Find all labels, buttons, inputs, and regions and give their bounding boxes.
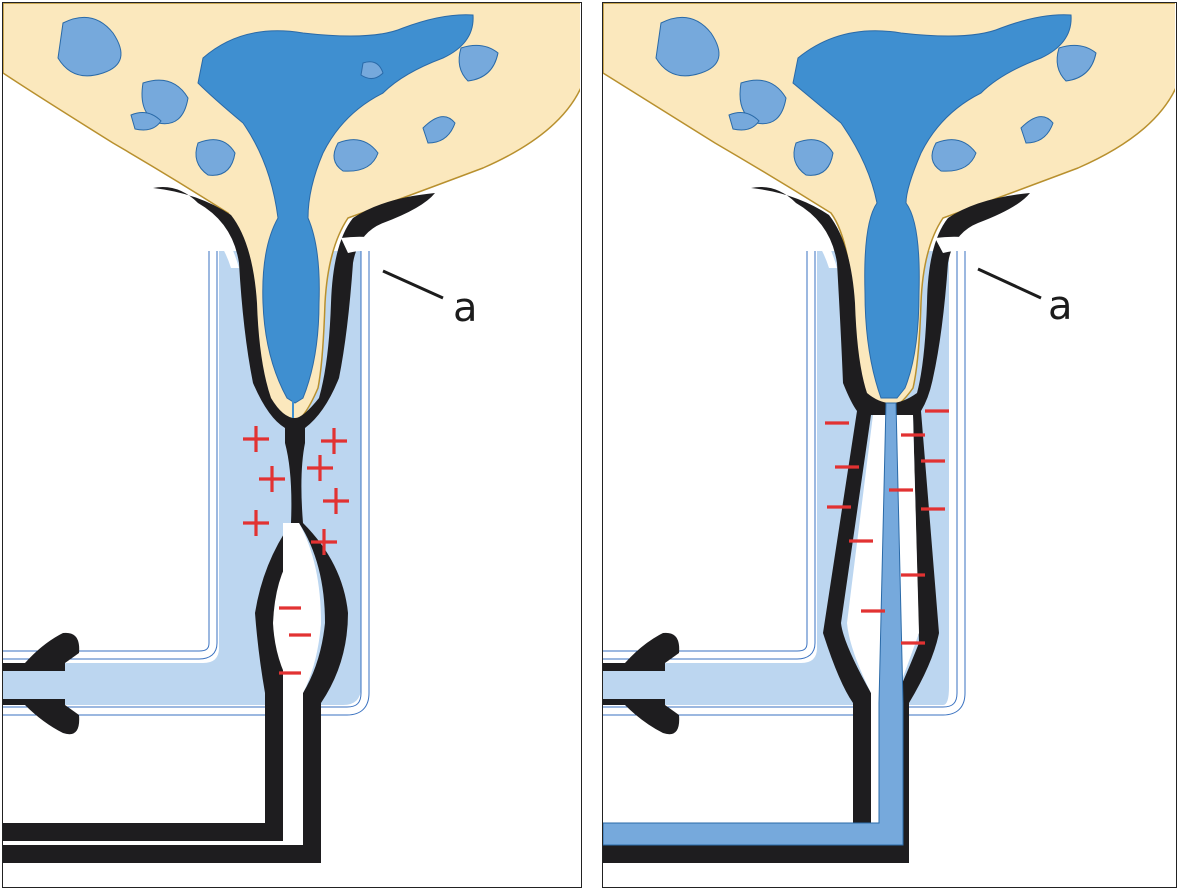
- label-a: a: [1048, 283, 1073, 329]
- label-a: a: [453, 285, 478, 331]
- milk-stream: [603, 402, 904, 846]
- plus-signs: [243, 426, 349, 555]
- diagram-panel-right: a: [602, 2, 1177, 888]
- teatcup-shell: [603, 251, 816, 660]
- plus-sign: [321, 428, 347, 454]
- teatcup-shell: [603, 251, 815, 659]
- alveoli: [728, 112, 760, 131]
- pulsation-tube: [3, 671, 83, 699]
- milk-cistern: [197, 14, 474, 404]
- liner-head-gap: [175, 203, 239, 268]
- collapsed-liner-cavity: [273, 553, 321, 693]
- alveoli: [195, 139, 236, 176]
- label-a-leader: [382, 269, 444, 300]
- plus-sign: [243, 510, 269, 536]
- liner-head-gap: [935, 236, 978, 253]
- teatcup-shell: [3, 251, 217, 659]
- label-a-leader: [977, 267, 1042, 300]
- alveoli: [360, 61, 384, 79]
- plus-sign: [323, 488, 349, 514]
- alveoli: [458, 44, 499, 82]
- alveoli: [1020, 116, 1054, 144]
- liner-head-gap: [341, 236, 383, 253]
- pulsation-tube: [603, 671, 683, 699]
- teat-liner: [603, 187, 1030, 863]
- plus-sign: [243, 426, 269, 452]
- plus-sign: [259, 466, 285, 492]
- alveoli: [141, 79, 189, 125]
- minus-signs: [279, 606, 311, 675]
- alveoli: [57, 16, 122, 77]
- teatcup-diagram-right: a: [603, 3, 1175, 863]
- diagram-panel-left: a: [2, 2, 582, 888]
- alveoli: [655, 16, 720, 77]
- teatcup-diagram-left: a: [3, 3, 580, 863]
- alveoli: [422, 116, 456, 144]
- alveoli: [739, 79, 787, 125]
- alveoli: [130, 112, 162, 131]
- alveoli: [931, 139, 977, 172]
- plus-sign: [307, 455, 333, 481]
- teatcup-shell: [3, 251, 218, 660]
- teatcup-shell-outer: [3, 251, 369, 715]
- plus-sign: [311, 529, 337, 555]
- milk-cistern: [792, 14, 1072, 399]
- alveoli: [793, 139, 834, 176]
- alveoli: [333, 139, 379, 172]
- alveoli: [1056, 44, 1097, 82]
- teatcup-shell-outer: [603, 251, 965, 715]
- liner-head-gap: [773, 203, 837, 268]
- minus-signs: [825, 409, 949, 645]
